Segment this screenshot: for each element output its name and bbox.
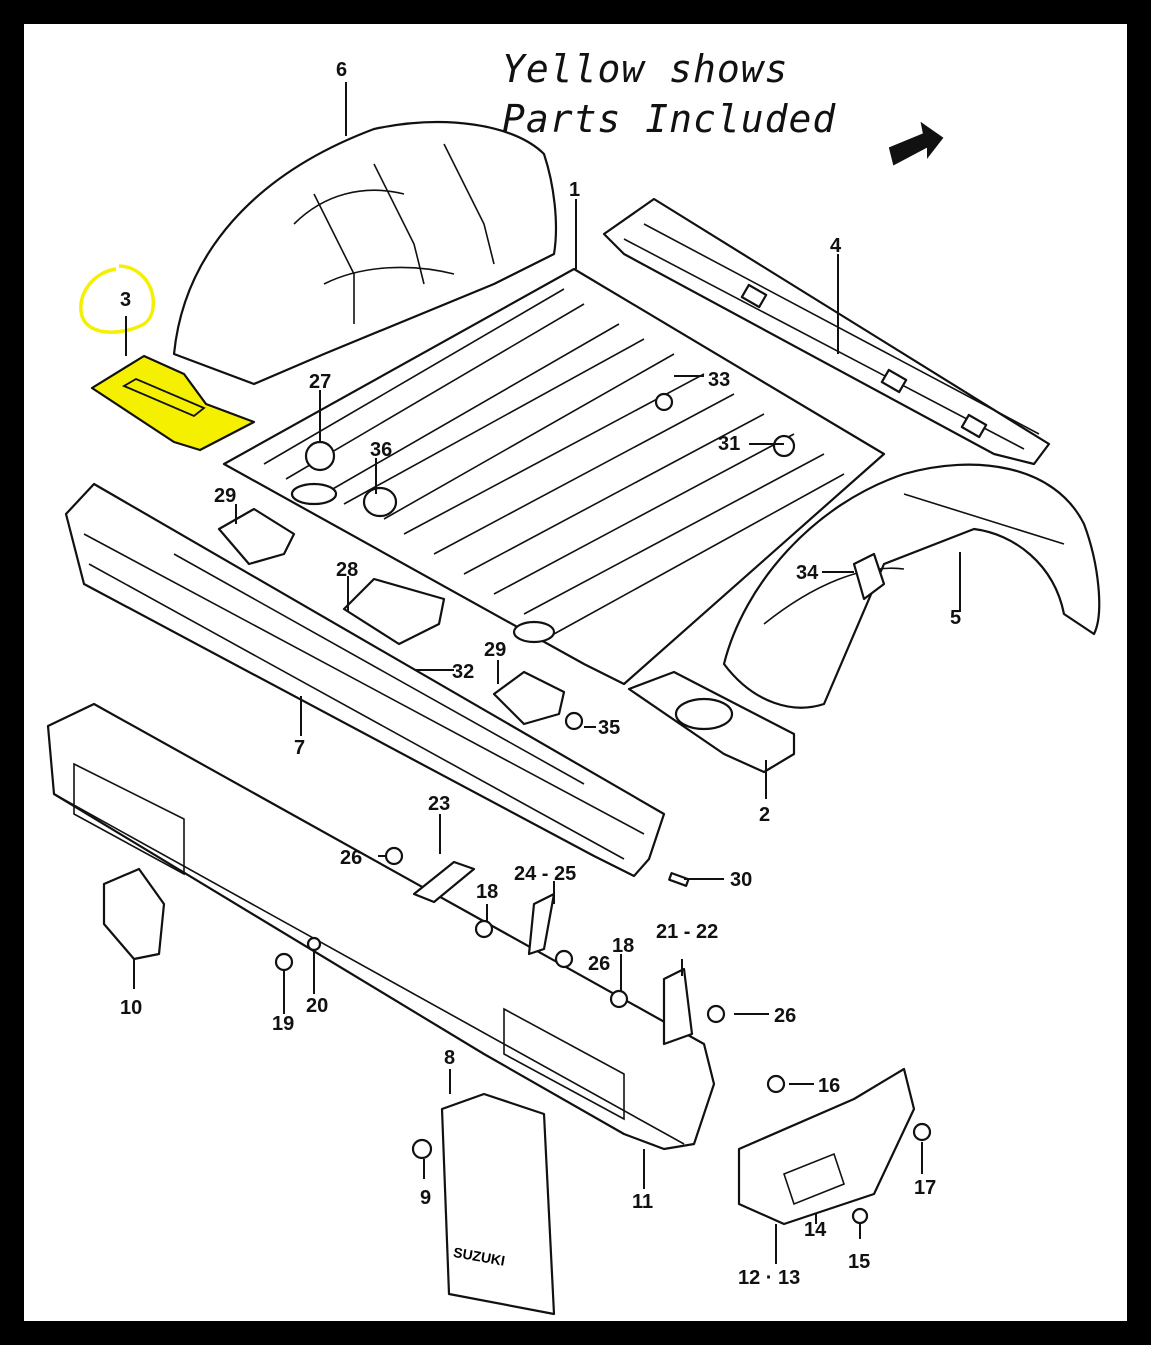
label-28: 28 [336, 559, 358, 581]
label-18a: 18 [476, 881, 498, 903]
part-2-plate [627, 670, 796, 774]
fasteners [274, 392, 932, 1225]
part-labels: 6 1 3 4 27 33 36 31 29 34 5 28 32 29 35 … [120, 59, 961, 1289]
label-35: 35 [598, 717, 620, 739]
part-1-floor-panel [222, 267, 886, 686]
label-26c: 26 [774, 1005, 796, 1027]
label-26b: 26 [588, 953, 610, 975]
label-4: 4 [830, 235, 842, 257]
direction-arrow-icon [888, 121, 944, 166]
parts-diagram: SUZUKI [46, 59, 1101, 1316]
label-12-13: 12 · 13 [738, 1267, 800, 1289]
label-11: 11 [632, 1191, 653, 1213]
label-6: 6 [336, 59, 347, 81]
label-2: 2 [759, 804, 770, 826]
label-3: 3 [120, 289, 131, 311]
label-34: 34 [796, 562, 819, 584]
label-17: 17 [914, 1177, 936, 1199]
legend-line-2: Parts Included [502, 97, 837, 141]
part-29-bracket-b [492, 670, 566, 726]
part-11-rear-bumper [46, 702, 716, 1151]
part-5-wheelhouse [722, 463, 1101, 709]
label-15: 15 [848, 1251, 870, 1273]
part-29-bracket-a [217, 507, 296, 566]
label-31: 31 [718, 433, 740, 455]
legend-note: Yellow shows Parts Included [502, 44, 922, 144]
highlight-circle [79, 264, 155, 334]
label-8: 8 [444, 1047, 455, 1069]
label-7: 7 [294, 737, 305, 759]
part-8-mudflap: SUZUKI [440, 1092, 556, 1316]
label-20: 20 [306, 995, 328, 1017]
part-6-wheelhouse [172, 121, 558, 386]
part-10-bracket [102, 867, 166, 961]
part-7-side-rail [64, 482, 666, 878]
leader-lines [125, 82, 961, 1264]
label-27: 27 [309, 371, 331, 393]
label-29a: 29 [214, 485, 236, 507]
label-9: 9 [420, 1187, 431, 1209]
label-24-25: 24 - 25 [514, 863, 576, 885]
label-30: 30 [730, 869, 752, 891]
label-32: 32 [452, 661, 474, 683]
part-28-bracket [342, 577, 446, 646]
label-5: 5 [950, 607, 961, 629]
label-10: 10 [120, 997, 142, 1019]
label-36: 36 [370, 439, 392, 461]
legend-line-1: Yellow shows [502, 47, 789, 91]
label-1: 1 [569, 179, 580, 201]
diagram-canvas: Yellow shows Parts Included [24, 24, 1127, 1321]
label-21-22: 21 - 22 [656, 921, 718, 943]
label-26a: 26 [340, 847, 362, 869]
part-12-13-bumper-end [737, 1067, 916, 1226]
label-18b: 18 [612, 935, 634, 957]
label-23: 23 [428, 793, 450, 815]
label-33: 33 [708, 369, 730, 391]
label-14: 14 [804, 1219, 827, 1241]
label-29b: 29 [484, 639, 506, 661]
part-3-highlighted-plate [90, 354, 256, 452]
label-19: 19 [272, 1013, 294, 1035]
part-4-cross-member [602, 197, 1051, 466]
label-16: 16 [818, 1075, 840, 1097]
